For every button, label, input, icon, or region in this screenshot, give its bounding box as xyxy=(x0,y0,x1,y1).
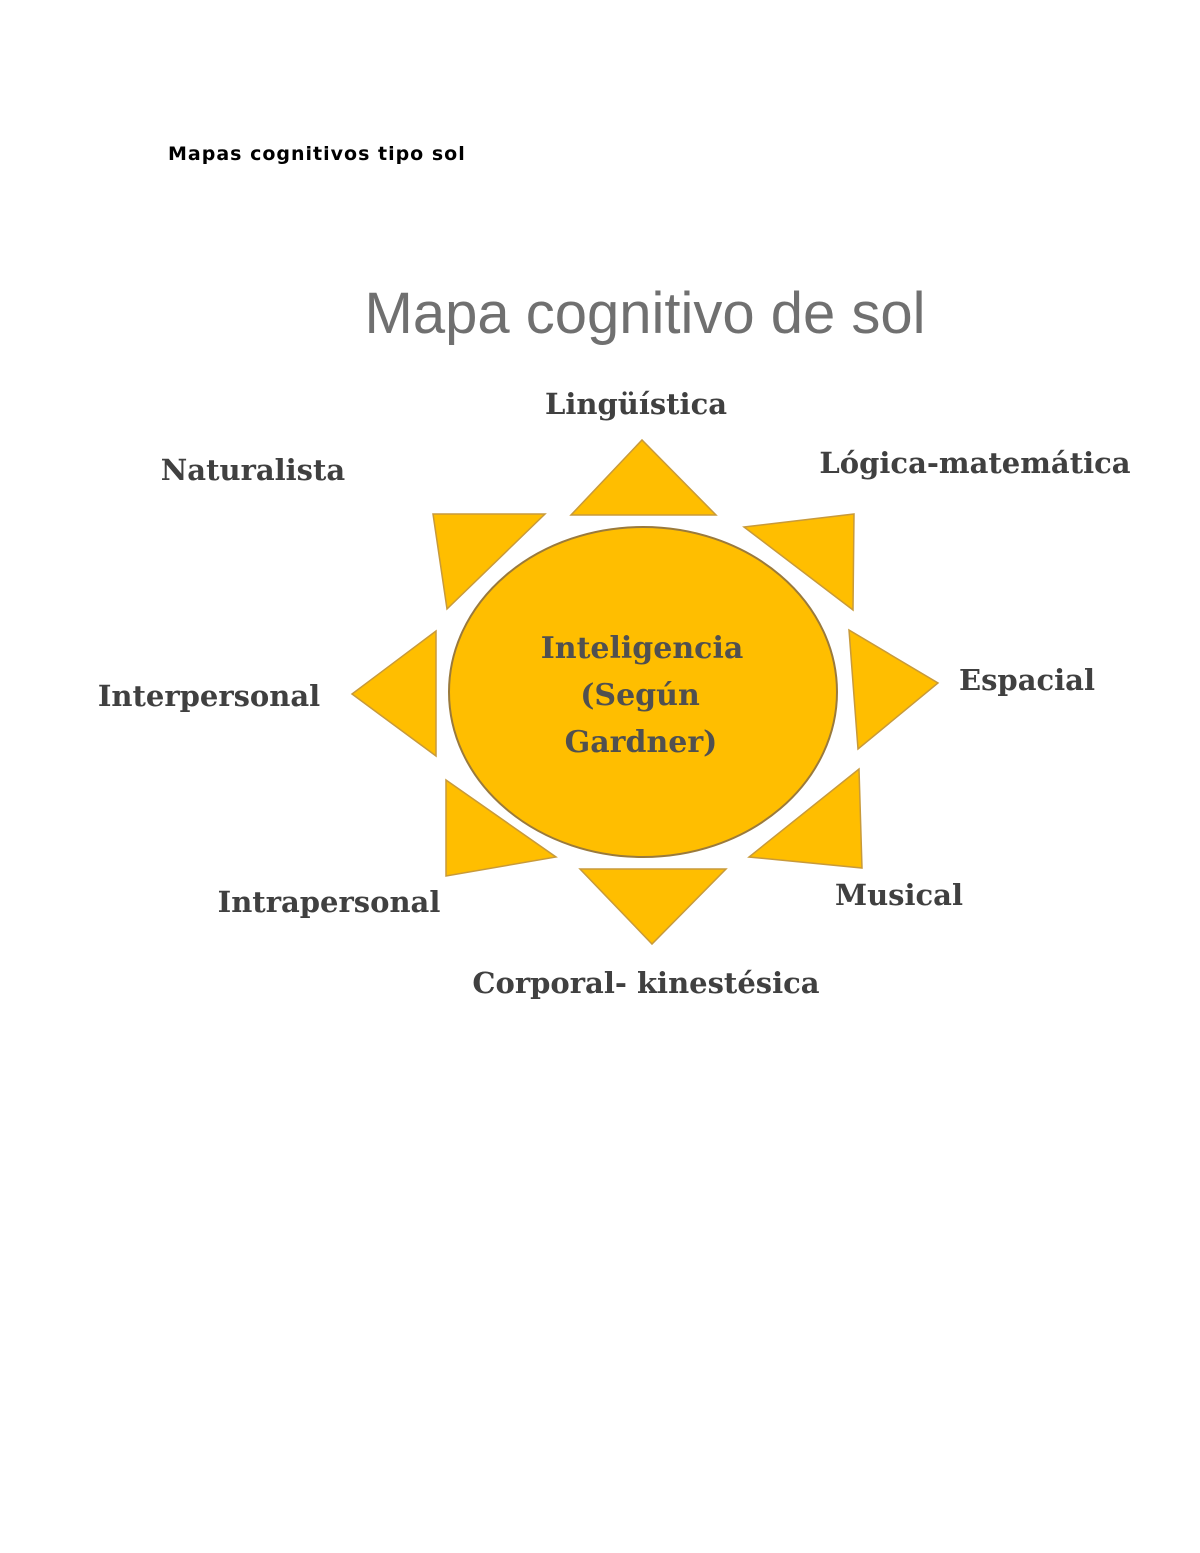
diagram-title: Mapa cognitivo de sol xyxy=(365,281,926,346)
label-linguistica: Lingüística xyxy=(545,387,727,421)
ray-right xyxy=(848,628,940,751)
label-naturalista: Naturalista xyxy=(161,453,346,487)
ray-bottom xyxy=(578,868,728,946)
label-interpersonal: Interpersonal xyxy=(98,679,320,713)
document-heading: Mapas cognitivos tipo sol xyxy=(168,143,466,165)
center-label-line3: Gardner) xyxy=(565,725,718,760)
ray-top-left xyxy=(432,513,547,611)
ray-top-right xyxy=(742,513,855,612)
label-musical: Musical xyxy=(835,878,963,912)
ray-top xyxy=(569,438,718,516)
label-corporal-kinestesica: Corporal- kinestésica xyxy=(472,966,819,1000)
center-label-line1: Inteligencia xyxy=(541,631,744,666)
label-espacial: Espacial xyxy=(959,663,1095,697)
label-logica-matematica: Lógica-matemática xyxy=(819,446,1130,480)
ray-left xyxy=(350,629,437,758)
label-intrapersonal: Intrapersonal xyxy=(218,885,441,919)
center-label-line2: (Según xyxy=(580,678,700,713)
sun-core xyxy=(448,526,838,858)
ray-bottom-left xyxy=(445,778,558,877)
ray-bottom-right xyxy=(747,767,863,869)
